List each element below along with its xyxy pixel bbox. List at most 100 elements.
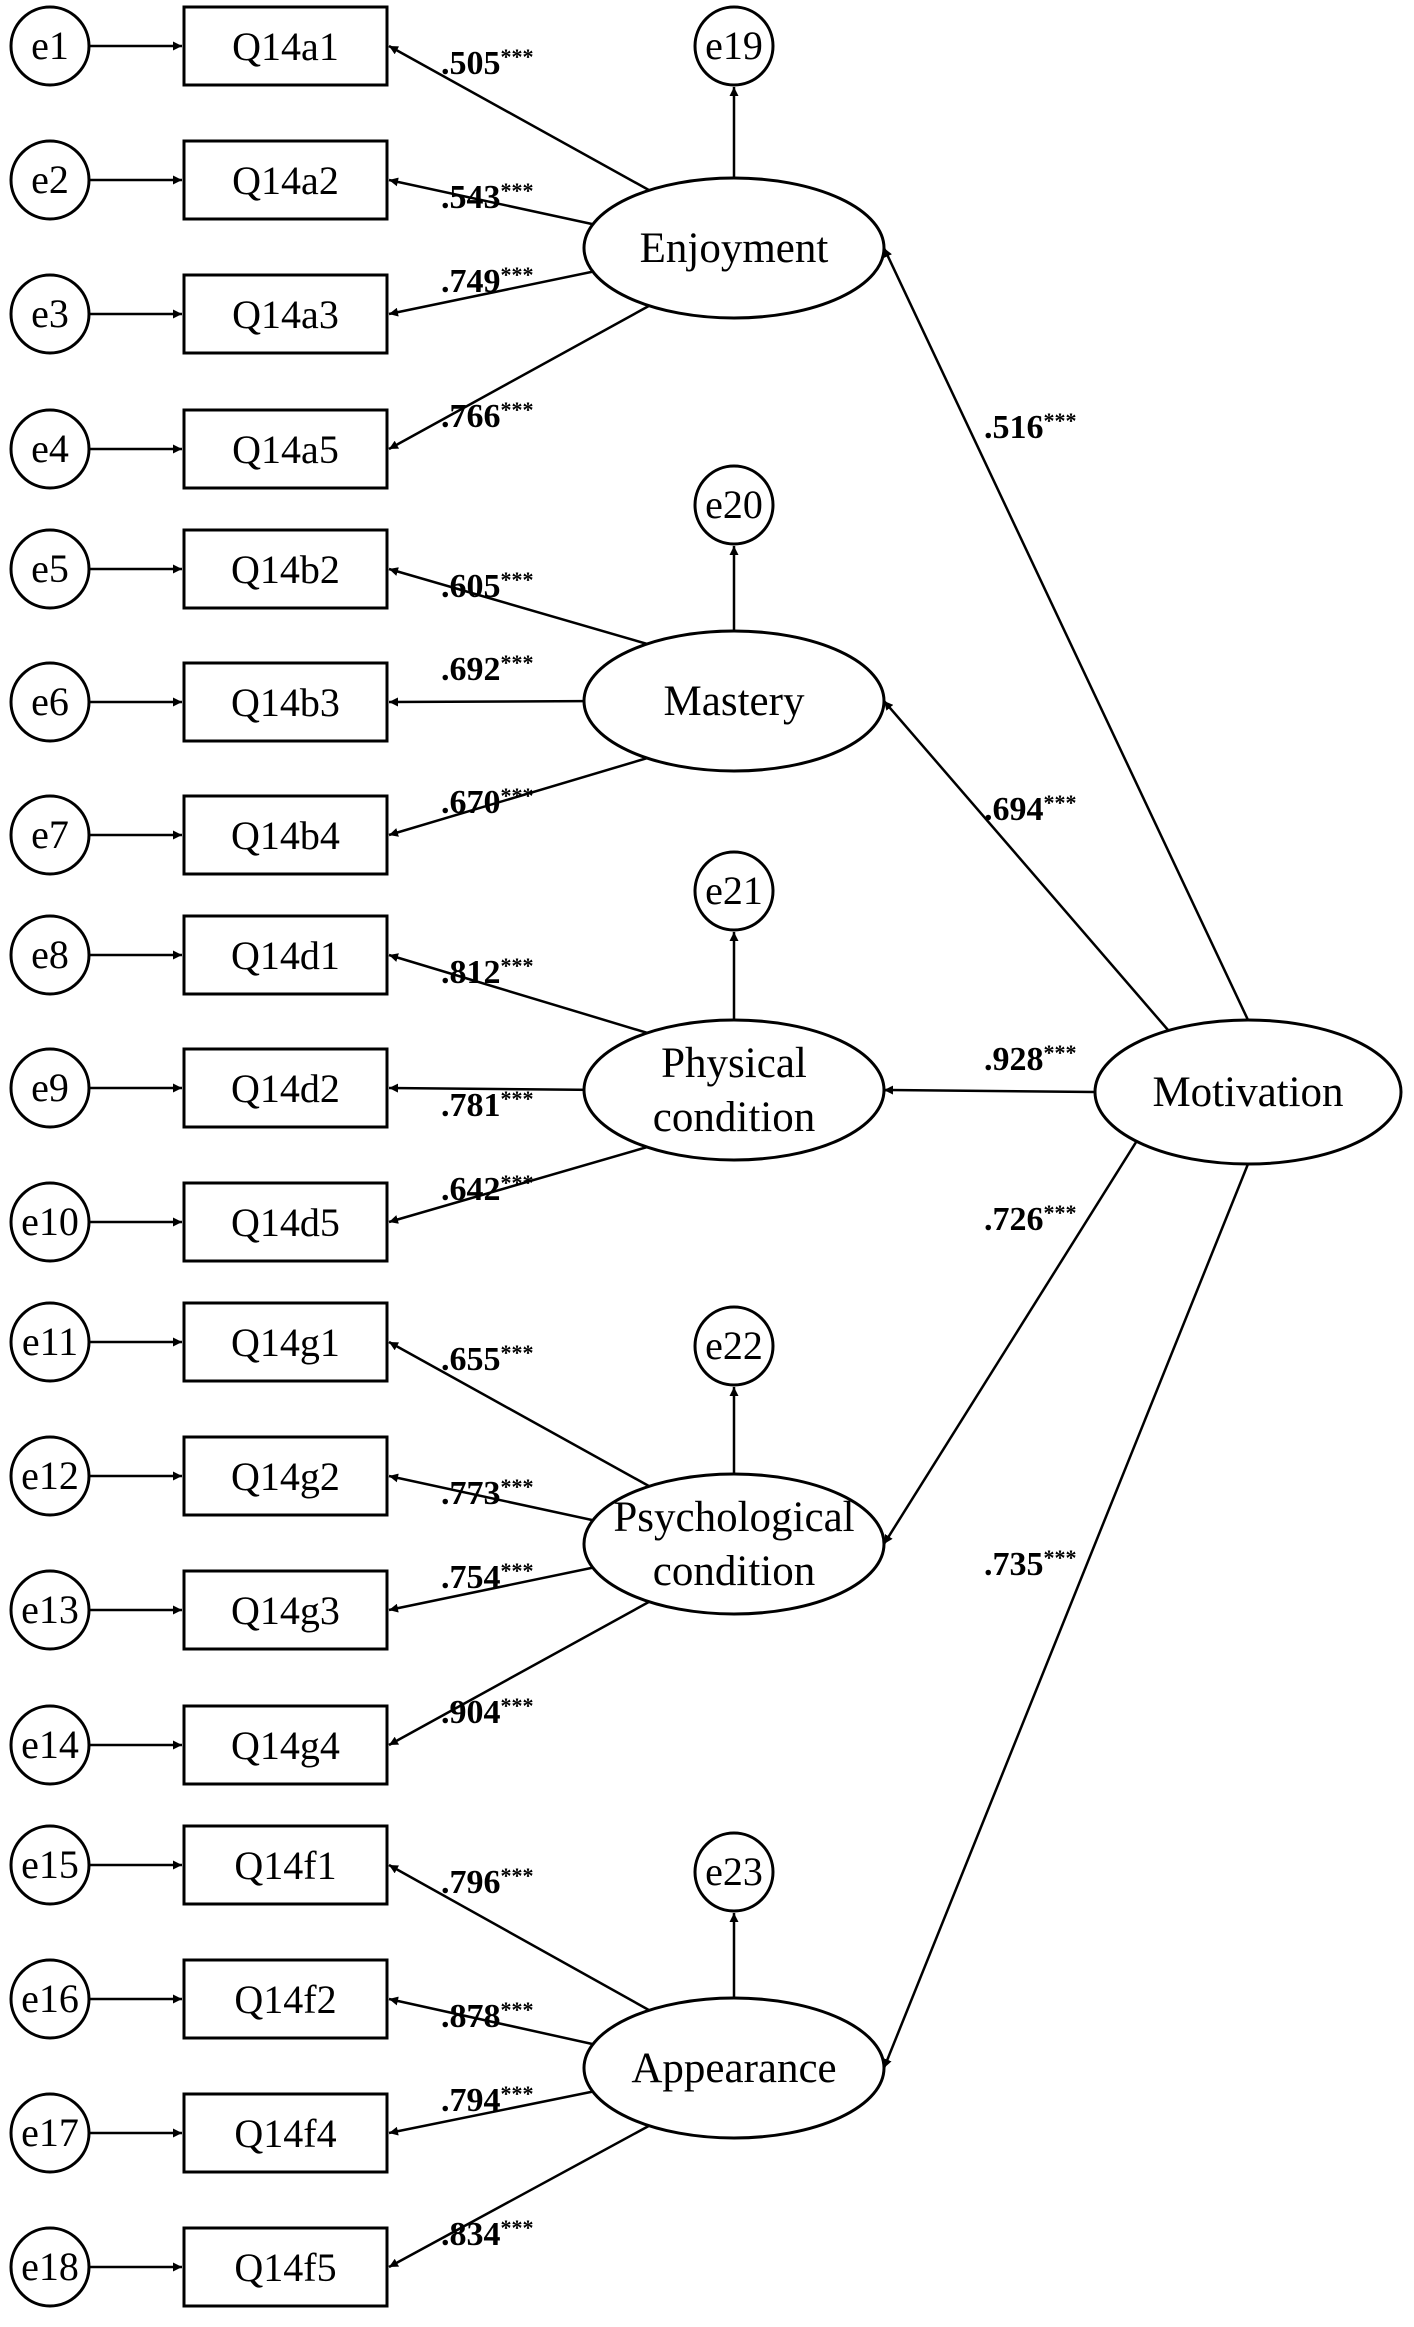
disturbance-label: e19 — [705, 23, 763, 68]
indicator-q14g1: Q14g1 — [182, 1301, 389, 1383]
error-label: e8 — [31, 932, 69, 977]
indicator-q14g4: Q14g4 — [182, 1704, 389, 1786]
indicator-q14a2: Q14a2 — [182, 139, 389, 221]
indicator-label: Q14b4 — [231, 813, 340, 858]
indicator-label: Q14f4 — [234, 2111, 336, 2156]
indicator-label: Q14b2 — [231, 547, 340, 592]
error-node-e11: e11 — [9, 1301, 91, 1383]
loading-coef-q14d5: .642*** — [441, 1170, 534, 1208]
error-node-e15: e15 — [9, 1824, 91, 1906]
loading-coef-q14g3: .754*** — [441, 1558, 534, 1596]
indicator-label: Q14f5 — [234, 2245, 336, 2290]
loading-arrow-q14d1 — [388, 953, 655, 1037]
error-node-e6: e6 — [9, 661, 91, 743]
loading-arrow-q14g4 — [388, 1597, 655, 1747]
loading-coef-q14f5: .834*** — [441, 2215, 534, 2253]
error-label: e4 — [31, 426, 69, 471]
indicator-q14b4: Q14b4 — [182, 794, 389, 876]
indicator-label: Q14b3 — [231, 680, 340, 725]
indicator-q14a3: Q14a3 — [182, 273, 389, 355]
disturbance-label: e21 — [705, 868, 763, 913]
error-label: e9 — [31, 1065, 69, 1110]
error-node-e5: e5 — [9, 528, 91, 610]
disturbance-node-e20: e20 — [693, 464, 775, 546]
indicator-q14b3: Q14b3 — [182, 661, 389, 743]
latent-enjoyment: Enjoyment — [582, 176, 886, 320]
loading-arrow-q14g1 — [388, 1340, 655, 1491]
loading-arrow-q14a1 — [388, 44, 655, 195]
indicator-label: Q14g1 — [231, 1320, 340, 1365]
error-node-e9: e9 — [9, 1047, 91, 1129]
indicator-q14d2: Q14d2 — [182, 1047, 389, 1129]
loading-coef-q14b4: .670*** — [441, 783, 534, 821]
loading-arrow-q14d2 — [388, 1083, 606, 1093]
loading-coef-q14f2: .878*** — [441, 1997, 534, 2035]
indicator-q14a5: Q14a5 — [182, 408, 389, 490]
loading-coef-q14g2: .773*** — [441, 1474, 534, 1512]
loading-coef-q14a2: .543*** — [441, 178, 534, 216]
error-node-e14: e14 — [9, 1704, 91, 1786]
indicator-q14g2: Q14g2 — [182, 1435, 389, 1517]
error-node-e8: e8 — [9, 914, 91, 996]
loading-coef-q14b2: .605*** — [441, 567, 534, 605]
error-node-e12: e12 — [9, 1435, 91, 1517]
disturbance-label: e22 — [705, 1323, 763, 1368]
error-label: e16 — [21, 1976, 79, 2021]
loading-coef-q14f4: .794*** — [441, 2081, 534, 2119]
structural-coef-physical: .928*** — [984, 1040, 1077, 1078]
loading-arrow-q14f1 — [388, 1863, 655, 2015]
error-node-e16: e16 — [9, 1958, 91, 2040]
loading-coef-q14f1: .796*** — [441, 1863, 534, 1901]
indicator-label: Q14a5 — [232, 427, 339, 472]
disturbance-label: e20 — [705, 482, 763, 527]
loading-coef-q14a3: .749*** — [441, 262, 534, 300]
indicator-label: Q14a1 — [232, 24, 339, 69]
indicator-label: Q14a2 — [232, 158, 339, 203]
structural-coef-enjoyment: .516*** — [984, 408, 1077, 446]
coefficient-labels: .505***.543***.749***.766***.605***.692*… — [441, 44, 1077, 2253]
latent-label: Physical — [661, 1040, 807, 1087]
indicator-q14d1: Q14d1 — [182, 914, 389, 996]
structural-coef-appearance: .735*** — [984, 1545, 1077, 1583]
error-label: e12 — [21, 1453, 79, 1498]
loading-arrow-q14a3 — [388, 266, 611, 317]
error-label: e10 — [21, 1199, 79, 1244]
loading-coef-q14d2: .781*** — [441, 1086, 534, 1124]
latent-motivation: Motivation — [1093, 1018, 1403, 1166]
loading-coef-q14g1: .655*** — [441, 1340, 534, 1378]
path-arrows — [89, 41, 1250, 2272]
indicator-label: Q14g3 — [231, 1588, 340, 1633]
loading-arrow-q14b2 — [388, 567, 655, 648]
latent-label: Appearance — [631, 2045, 836, 2092]
indicator-label: Q14g4 — [231, 1723, 340, 1768]
error-label: e15 — [21, 1842, 79, 1887]
indicator-label: Q14d5 — [231, 1200, 340, 1245]
error-label: e1 — [31, 23, 69, 68]
loading-arrow-q14a2 — [388, 177, 611, 230]
loading-arrow-q14f5 — [388, 2121, 655, 2269]
structural-arrow-appearance — [882, 1163, 1250, 2069]
error-node-e2: e2 — [9, 139, 91, 221]
indicator-q14b2: Q14b2 — [182, 528, 389, 610]
indicator-q14a1: Q14a1 — [182, 5, 389, 87]
error-node-e1: e1 — [9, 5, 91, 87]
latent-label: condition — [653, 1094, 815, 1141]
indicator-label: Q14a3 — [232, 292, 339, 337]
indicator-q14f4: Q14f4 — [182, 2092, 389, 2174]
error-label: e3 — [31, 291, 69, 336]
structural-coef-psychological: .726*** — [984, 1200, 1077, 1238]
indicator-label: Q14d1 — [231, 933, 340, 978]
loading-arrow-q14f4 — [388, 2086, 611, 2136]
loading-arrow-q14b4 — [388, 754, 655, 837]
loading-coef-q14g4: .904*** — [441, 1693, 534, 1731]
indicator-q14f2: Q14f2 — [182, 1958, 389, 2040]
indicator-q14g3: Q14g3 — [182, 1569, 389, 1651]
latent-appearance: Appearance — [582, 1996, 886, 2140]
structural-arrow-physical — [883, 1085, 1096, 1095]
disturbance-label: e23 — [705, 1849, 763, 1894]
error-label: e5 — [31, 546, 69, 591]
error-label: e14 — [21, 1722, 79, 1767]
latent-physical: Physical condition — [582, 1018, 886, 1162]
